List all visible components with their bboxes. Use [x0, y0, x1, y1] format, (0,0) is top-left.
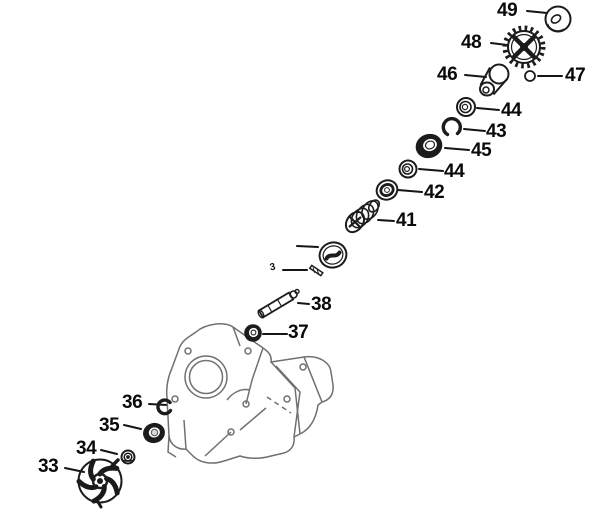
part-label-43: 43 — [486, 121, 507, 142]
part-41-drive-assembly — [344, 199, 381, 234]
part-label-34: 34 — [76, 438, 97, 459]
part-36-circlip — [156, 398, 173, 416]
part-label-47: 47 — [565, 65, 586, 86]
part-label-49: 49 — [497, 0, 518, 21]
part-label-33: 33 — [38, 456, 59, 477]
unlabeled-slotted-cap — [318, 241, 348, 269]
dowel-pin — [308, 264, 324, 277]
part-label-45: 45 — [471, 140, 492, 161]
part-48-sprocket — [502, 25, 546, 69]
part-label-36: 36 — [122, 392, 143, 413]
part-label-44-upper: 44 — [501, 100, 522, 121]
part-label-42: 42 — [424, 182, 445, 203]
part-44-washer-upper — [456, 97, 476, 117]
part-label-44-lower: 44 — [444, 161, 465, 182]
part-46-bushing — [479, 63, 510, 97]
part-45-oil-seal — [415, 133, 443, 159]
part-label-48: 48 — [461, 32, 482, 53]
part-35-seal — [143, 422, 165, 444]
crankcase-drawing — [166, 323, 334, 464]
part-47-ball — [524, 70, 536, 82]
part-33-impeller — [76, 458, 123, 509]
part-44-washer-lower — [398, 159, 418, 179]
part-38-shaft — [257, 288, 300, 319]
part-49-grommet — [544, 5, 572, 33]
part-label-37: 37 — [288, 322, 309, 343]
part-43-snap-ring — [441, 117, 463, 137]
part-label-35: 35 — [99, 415, 120, 436]
part-37-bearing — [244, 324, 262, 342]
part-42-washer — [375, 179, 399, 201]
leader-lines — [64, 10, 563, 473]
part-label-38: 38 — [311, 294, 332, 315]
part-label-41: 41 — [396, 210, 417, 231]
part-34-nut — [120, 449, 136, 465]
part-label-46: 46 — [437, 64, 458, 85]
